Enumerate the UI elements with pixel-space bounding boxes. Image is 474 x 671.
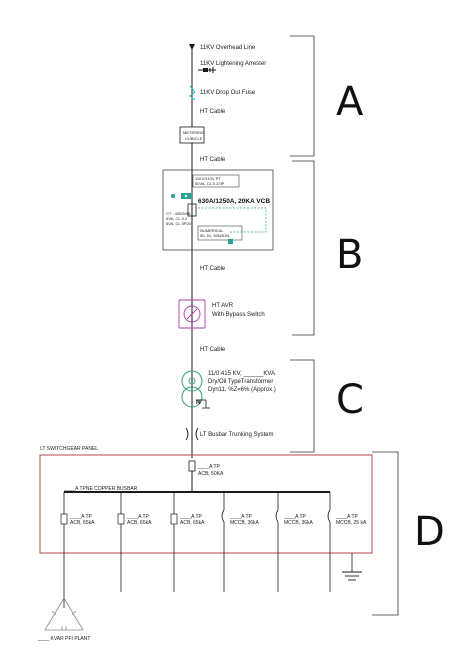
transformer-label-1: 11/0.415 KV, ______KVA (208, 371, 275, 377)
feeder-3-rating: ____A TP (179, 514, 203, 520)
bracket-d (372, 451, 399, 616)
ht-avr-symbol (178, 299, 206, 329)
feeder-1-device: ACB, 65kA (70, 520, 95, 526)
relay-indicator-square (228, 239, 233, 244)
metering-cubicle-label: METERING (183, 130, 204, 135)
earth-symbol (342, 553, 362, 581)
bracket-c (290, 359, 315, 453)
busbar-trunking-symbol (185, 427, 199, 441)
numerical-relay-label: NUMERICAL (200, 228, 224, 233)
vcb-label: 630A/1250A, 20KA VCB (198, 198, 270, 205)
pt-box (192, 174, 240, 188)
drop-out-fuse-symbol (189, 85, 196, 101)
relay-indicators (171, 193, 191, 199)
section-a-label: A (336, 79, 364, 125)
feeder-4-device: MCCB, 36kA (230, 520, 260, 526)
vcb-panel-box (162, 169, 274, 251)
feeder-2: ____A TP ACB, 65kA (117, 492, 152, 592)
feeder-5-rating: ____A TP (283, 514, 307, 520)
section-d-label: D (414, 509, 445, 555)
feeder-4-rating: ____A TP (229, 514, 253, 520)
ht-avr-label: HT AVR (212, 303, 234, 309)
ht-avr-label-2: With Bypass Switch (212, 312, 265, 318)
incomer-acb (188, 460, 196, 472)
pt-label-2: 50VA, CL 0.2/3P (195, 181, 225, 186)
feeder-6-device: MCCB, 25 kA (336, 520, 367, 526)
transformer-label-3: Dyn11, %Z=6% (Approx.) (208, 387, 276, 393)
vcb-device (187, 203, 197, 217)
ht-cable-label-4: HT Cable (200, 347, 226, 353)
pfi-capacitor-bank-symbol (44, 597, 84, 631)
transformer-label-2: Dry/Oil TypeTransformer (208, 379, 273, 385)
metering-cubicle-label-2: CUBICLE (185, 136, 203, 141)
section-b-label: B (336, 232, 363, 278)
numerical-relay-label-2: 50, 51, 50N/51N (200, 233, 229, 238)
feeder-3: ____A TP ACB, 65kA (170, 492, 205, 592)
metering-cubicle-box (179, 126, 205, 144)
feeder-2-rating: ____A TP (126, 514, 150, 520)
feeder-6: ____A TP MCCB, 25 kA (327, 492, 367, 592)
feeder-1: ____A TP ACB, 65kA (60, 492, 95, 608)
feeder-1-rating: ____A TP (69, 514, 93, 520)
ht-cable-label-2: HT Cable (200, 157, 226, 163)
lightening-arrester-label: 11KV Lightening Arrester (200, 61, 266, 67)
overhead-line-arrow (189, 44, 195, 50)
transformer-neutral-label: N (196, 399, 201, 406)
bracket-b (292, 160, 315, 336)
incomer-label-2: ACB, 50KA (198, 471, 224, 477)
feeder-6-rating: ____A TP (335, 514, 359, 520)
pfi-plant-label: ____ KVAR PFI PLANT (37, 636, 90, 642)
feeder-4: ____A TP MCCB, 36kA (221, 492, 260, 592)
ht-cable-label-3: HT Cable (200, 266, 226, 272)
lt-switchgear-panel-box (39, 454, 373, 554)
feeder-3-device: ACB, 65kA (180, 520, 205, 526)
numerical-relay-box (197, 225, 243, 241)
drop-out-fuse-label: 11KV Drop Out Fuse (200, 90, 256, 96)
feeder-5: ____A TP MCCB, 36kA (275, 492, 314, 592)
pt-label: 11KV/110V PT (195, 176, 221, 181)
busbar-trunking-label: LT Busbar Trunking System (200, 432, 273, 438)
ct-label-3: 5VA, CL 5P20 (166, 221, 192, 226)
copper-busbar-label: ____A TPNE COPPER BUSBAR (63, 486, 138, 492)
ct-dashed-link (198, 207, 267, 233)
ht-cable-label-1: HT Cable (200, 109, 226, 115)
ct-label-1: CT : 400/5/5A (166, 211, 191, 216)
incomer-label-1: ____A TP (197, 464, 221, 470)
ct-label-2: 5VA, CL 0.2 (166, 216, 188, 221)
feeder-5-device: MCCB, 36kA (284, 520, 314, 526)
lt-switchgear-panel-label: LT SWITCHGEAR PANEL (40, 446, 98, 452)
overhead-line-label: 11KV Overhead Line (200, 45, 256, 51)
section-c-label: C (336, 377, 364, 423)
bracket-a (290, 35, 315, 157)
feeder-2-device: ACB, 65kA (127, 520, 152, 526)
lightening-arrester-symbol (198, 67, 216, 73)
transformer-symbol (181, 370, 210, 409)
